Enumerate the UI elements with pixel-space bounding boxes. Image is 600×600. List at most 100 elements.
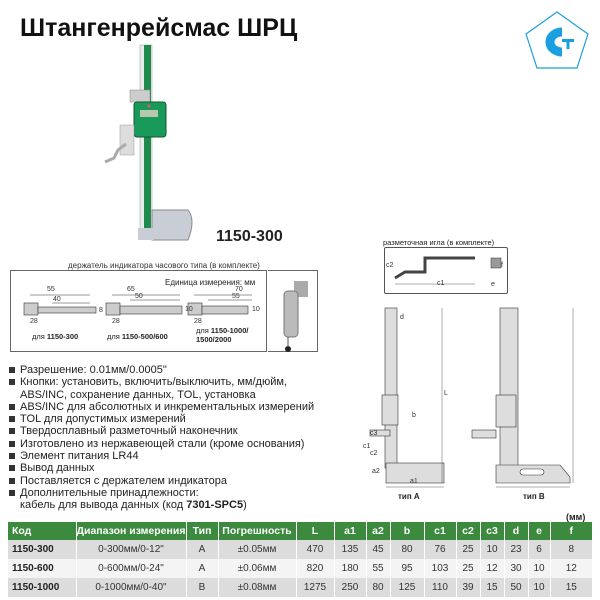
feature-item: Изготовлено из нержавеющей стали (кроме …: [8, 438, 314, 450]
table-cell: 10: [527, 559, 550, 578]
feature-item: Элемент питания LR44: [8, 450, 314, 462]
type-b-label: тип B: [523, 492, 545, 501]
feature-item: Вывод данных: [8, 462, 314, 474]
needle-dim: c1: [437, 280, 445, 287]
col-header: L: [295, 522, 334, 540]
table-cell: 250: [333, 578, 366, 597]
feature-item: Кнопки: установить, включить/выключить, …: [8, 376, 308, 401]
table-cell: 1150-300: [8, 540, 76, 559]
holder-photo: [268, 270, 318, 352]
table-cell: 820: [295, 559, 334, 578]
table-cell: 1150-600: [8, 559, 76, 578]
table-cell: 80: [365, 578, 390, 597]
model-label: 1150-300: [216, 228, 283, 245]
needle-dim: c2: [386, 262, 394, 269]
holder-drawings: [10, 270, 267, 352]
table-cell: 1275: [295, 578, 334, 597]
holder-diagrams: [18, 285, 258, 325]
col-header: Погрешность: [217, 522, 296, 540]
angle-label: 28: [194, 318, 202, 325]
table-cell: 39: [455, 578, 480, 597]
col-header: b: [389, 522, 424, 540]
holder-caption: держатель индикатора часового типа (в ко…: [68, 261, 260, 270]
col-header: c2: [455, 522, 480, 540]
certification-logo: [522, 6, 592, 74]
col-header: a2: [365, 522, 390, 540]
needle-drawing: [384, 247, 508, 294]
table-cell: 25: [455, 540, 480, 559]
table-cell: 15: [479, 578, 504, 597]
col-header: c3: [479, 522, 504, 540]
table-cell: ±0.05мм: [217, 540, 296, 559]
needle-caption: разметочная игла (в комплекте): [383, 238, 495, 247]
table-cell: 25: [455, 559, 480, 578]
table-cell: 12: [549, 559, 592, 578]
feature-item: Разрешение: 0.01мм/0.0005": [8, 364, 314, 376]
table-cell: 6: [527, 540, 550, 559]
col-header: Диапазон измерения: [75, 522, 186, 540]
feature-list: Разрешение: 0.01мм/0.0005" Кнопки: устан…: [8, 364, 314, 512]
table-cell: 95: [389, 559, 424, 578]
dim-label: 55: [47, 286, 55, 293]
col-header: a1: [333, 522, 366, 540]
table-cell: 23: [503, 540, 528, 559]
table-cell: 470: [295, 540, 334, 559]
holder-variant-label: для 1150-500/600: [107, 332, 168, 341]
needle-dim: f: [501, 262, 503, 269]
type-drawings: [360, 305, 590, 490]
dim-label: 40: [53, 296, 61, 303]
feature-item: ABS/INC для абсолютных и инкрементальных…: [8, 401, 314, 413]
dim-label-L: L: [444, 390, 448, 397]
dim-label-c3: c3: [370, 430, 378, 437]
table-cell: 10: [527, 578, 550, 597]
dim-label-a2: a2: [372, 468, 380, 475]
table-cell: B: [185, 578, 218, 597]
table-cell: 10: [479, 540, 504, 559]
feature-item: Дополнительные принадлежности:кабель для…: [8, 487, 314, 512]
col-header: c1: [423, 522, 456, 540]
holder-variant-label: для 1150-1000/1500/2000: [196, 326, 249, 344]
feature-item: Твердосплавный разметочный наконечник: [8, 425, 314, 437]
unit-note: Единица измерения: мм: [165, 278, 256, 287]
dim-label-c2: c2: [370, 450, 378, 457]
table-cell: A: [185, 559, 218, 578]
table-cell: 8: [549, 540, 592, 559]
table-cell: 135: [333, 540, 366, 559]
holder-variant-label: для 1150-300: [32, 332, 79, 341]
dim-label: 10: [185, 306, 193, 313]
table-cell: 15: [549, 578, 592, 597]
col-header: d: [503, 522, 528, 540]
table-cell: 103: [423, 559, 456, 578]
col-header: f: [549, 522, 592, 540]
type-a-label: тип A: [398, 492, 420, 501]
product-photo: [100, 40, 210, 255]
col-header: Тип: [185, 522, 218, 540]
col-header: Код: [8, 522, 76, 540]
table-cell: 80: [389, 540, 424, 559]
table-cell: 0-1000мм/0-40": [75, 578, 186, 597]
table-cell: ±0.08мм: [217, 578, 296, 597]
angle-label: 28: [112, 318, 120, 325]
table-cell: 180: [333, 559, 366, 578]
dim-label-c1: c1: [363, 443, 371, 450]
table-cell: ±0.06мм: [217, 559, 296, 578]
table-unit: (мм): [566, 512, 586, 522]
dim-label: 55: [232, 293, 240, 300]
dim-label: 10: [252, 306, 260, 313]
table-cell: 0-300мм/0-12": [75, 540, 186, 559]
dim-label-a1: a1: [410, 478, 418, 485]
feature-item: Поставляется с держателем индикатора: [8, 475, 314, 487]
feature-item: TOL для допустимых измерений: [8, 413, 314, 425]
dim-label: 70: [235, 286, 243, 293]
table-cell: 12: [479, 559, 504, 578]
dim-label-d: d: [400, 314, 404, 321]
table-cell: A: [185, 540, 218, 559]
table-cell: 76: [423, 540, 456, 559]
needle-dim: e: [491, 281, 495, 288]
dim-label: 8: [99, 307, 103, 314]
